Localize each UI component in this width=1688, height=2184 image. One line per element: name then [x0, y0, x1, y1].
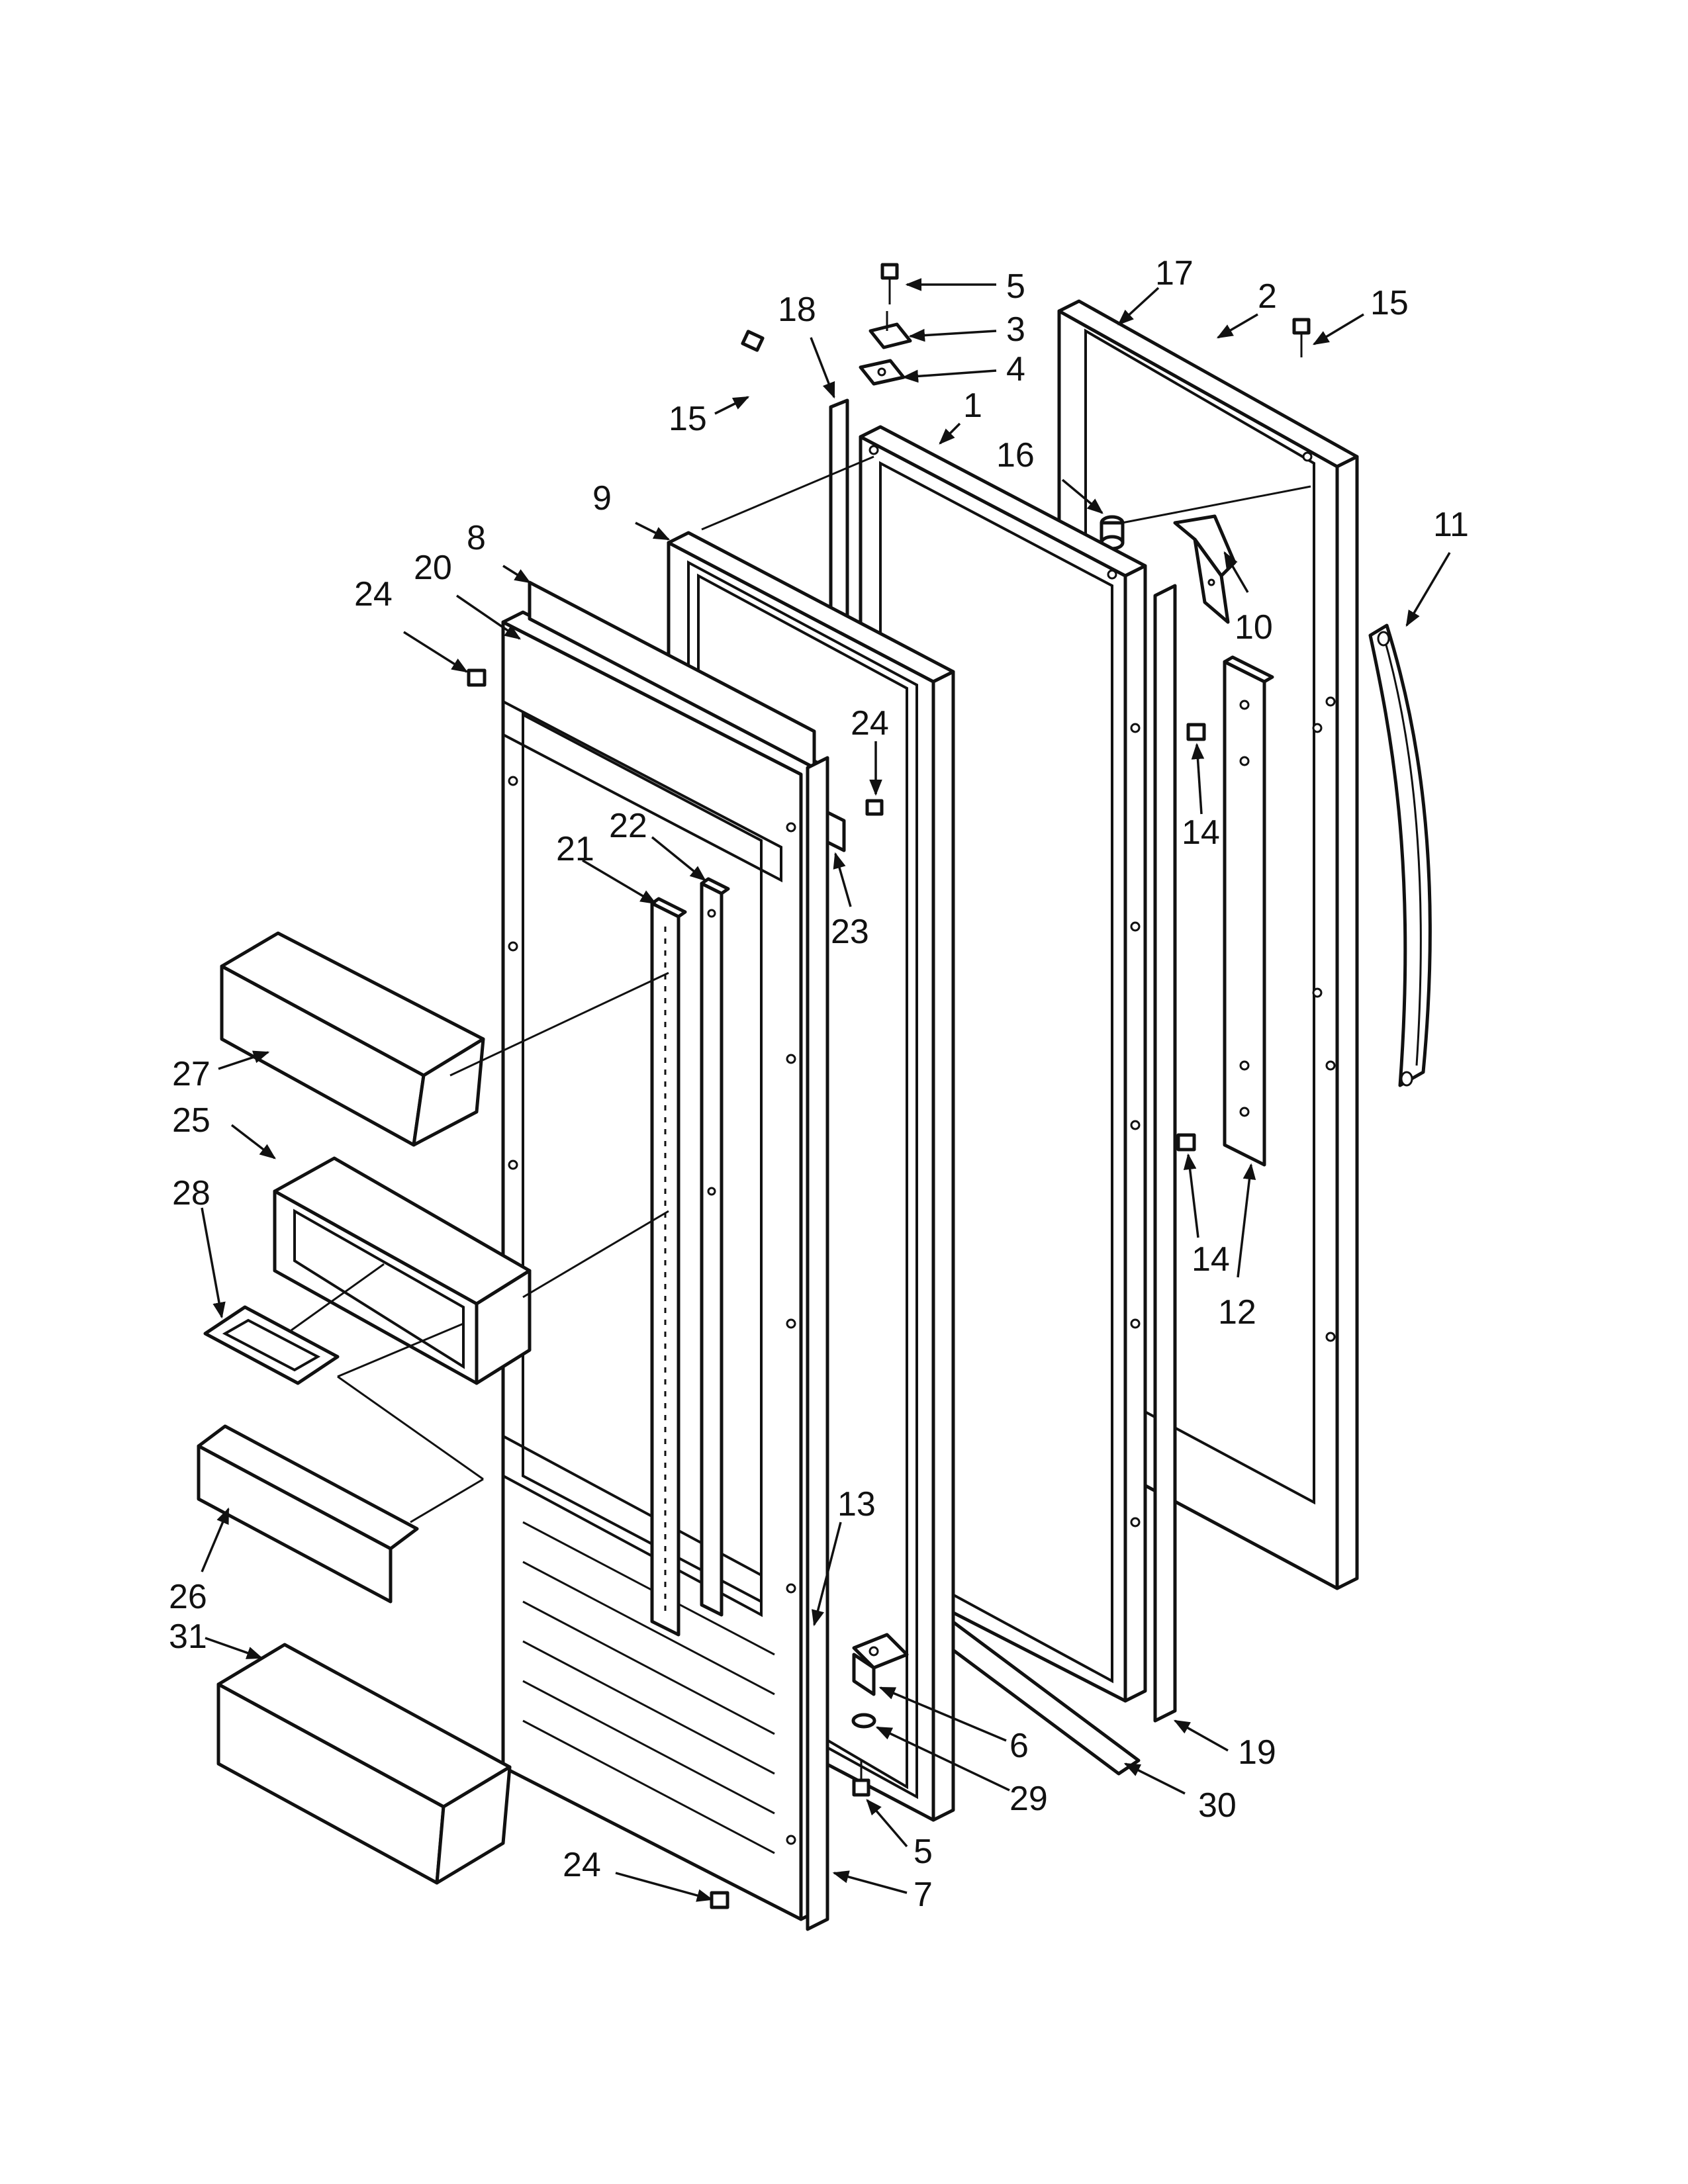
callout-label: 13 [837, 1485, 876, 1524]
side-gasket-strip [1153, 584, 1177, 1723]
callout-label: 27 [172, 1055, 211, 1093]
callout-label: 19 [1238, 1733, 1276, 1772]
butter-tray-28 [203, 1305, 340, 1385]
callout-label: 14 [1182, 813, 1220, 852]
callout-label: 6 [1009, 1727, 1029, 1765]
screw-stop-lower [1176, 1133, 1196, 1152]
shelf-rail-left [650, 897, 687, 1637]
callout-label: 29 [1009, 1780, 1048, 1818]
screw-outer-top [1292, 318, 1311, 357]
screw-lower-hinge [852, 1760, 870, 1797]
callout-label: 21 [556, 830, 594, 868]
callout-label: 24 [354, 575, 393, 614]
callout-label: 4 [1006, 350, 1025, 388]
shelf-rail-right [700, 877, 730, 1617]
callout-label: 14 [1192, 1240, 1230, 1279]
callout-label: 2 [1258, 277, 1277, 316]
top-hinge-pin [868, 311, 912, 349]
callout-label: 10 [1235, 608, 1273, 647]
screw-stop-upper [1186, 723, 1206, 741]
callout-label: 22 [609, 807, 647, 845]
door-stop-strip [1223, 655, 1274, 1167]
door-bin-27 [220, 931, 485, 1147]
callout-label: 3 [1006, 310, 1025, 349]
door-bin-31 [216, 1643, 512, 1885]
callout-label: 5 [914, 1833, 933, 1871]
callout-label: 12 [1218, 1293, 1256, 1332]
hinge-bracket [1173, 514, 1237, 624]
screw-top-hinge [880, 263, 899, 304]
callout-label: 25 [172, 1101, 211, 1140]
liner-ribs [522, 1521, 775, 1854]
callout-label: 11 [1433, 506, 1469, 544]
callout-label: 30 [1198, 1786, 1237, 1825]
screws [467, 263, 1311, 1909]
callout-label: 5 [1006, 267, 1025, 306]
lower-hinge-assembly [851, 1633, 909, 1729]
screw-hinge-strip [741, 330, 765, 352]
callout-label: 18 [778, 291, 816, 329]
screw-clip [865, 799, 884, 816]
callout-label: 24 [563, 1846, 601, 1884]
door-shelf-26 [197, 1424, 419, 1604]
top-hinge-shim [859, 359, 906, 386]
screw-liner-bottom [710, 1891, 729, 1909]
callout-label: 8 [467, 519, 486, 557]
callouts: 5 3 4 18 15 1 17 2 15 16 9 8 20 24 10 11… [169, 254, 1469, 1914]
callout-label: 26 [169, 1578, 207, 1616]
callout-label: 31 [169, 1617, 207, 1656]
bottom-seal-strip [806, 756, 829, 1931]
callout-label: 7 [914, 1876, 933, 1914]
callout-label: 9 [592, 479, 612, 518]
callout-label: 23 [831, 913, 869, 951]
callout-label: 16 [996, 436, 1035, 475]
callout-label: 20 [414, 549, 452, 587]
callout-label: 28 [172, 1174, 211, 1212]
door-handle [1368, 623, 1432, 1087]
callout-label: 17 [1155, 254, 1194, 293]
door-bin-25 [273, 1156, 532, 1385]
screw-liner-top [467, 668, 487, 687]
callout-label: 24 [851, 704, 889, 743]
callout-label: 1 [963, 387, 982, 425]
callout-label: 15 [1370, 284, 1409, 322]
leader-lines [201, 278, 1451, 1902]
callout-label: 15 [669, 400, 707, 438]
